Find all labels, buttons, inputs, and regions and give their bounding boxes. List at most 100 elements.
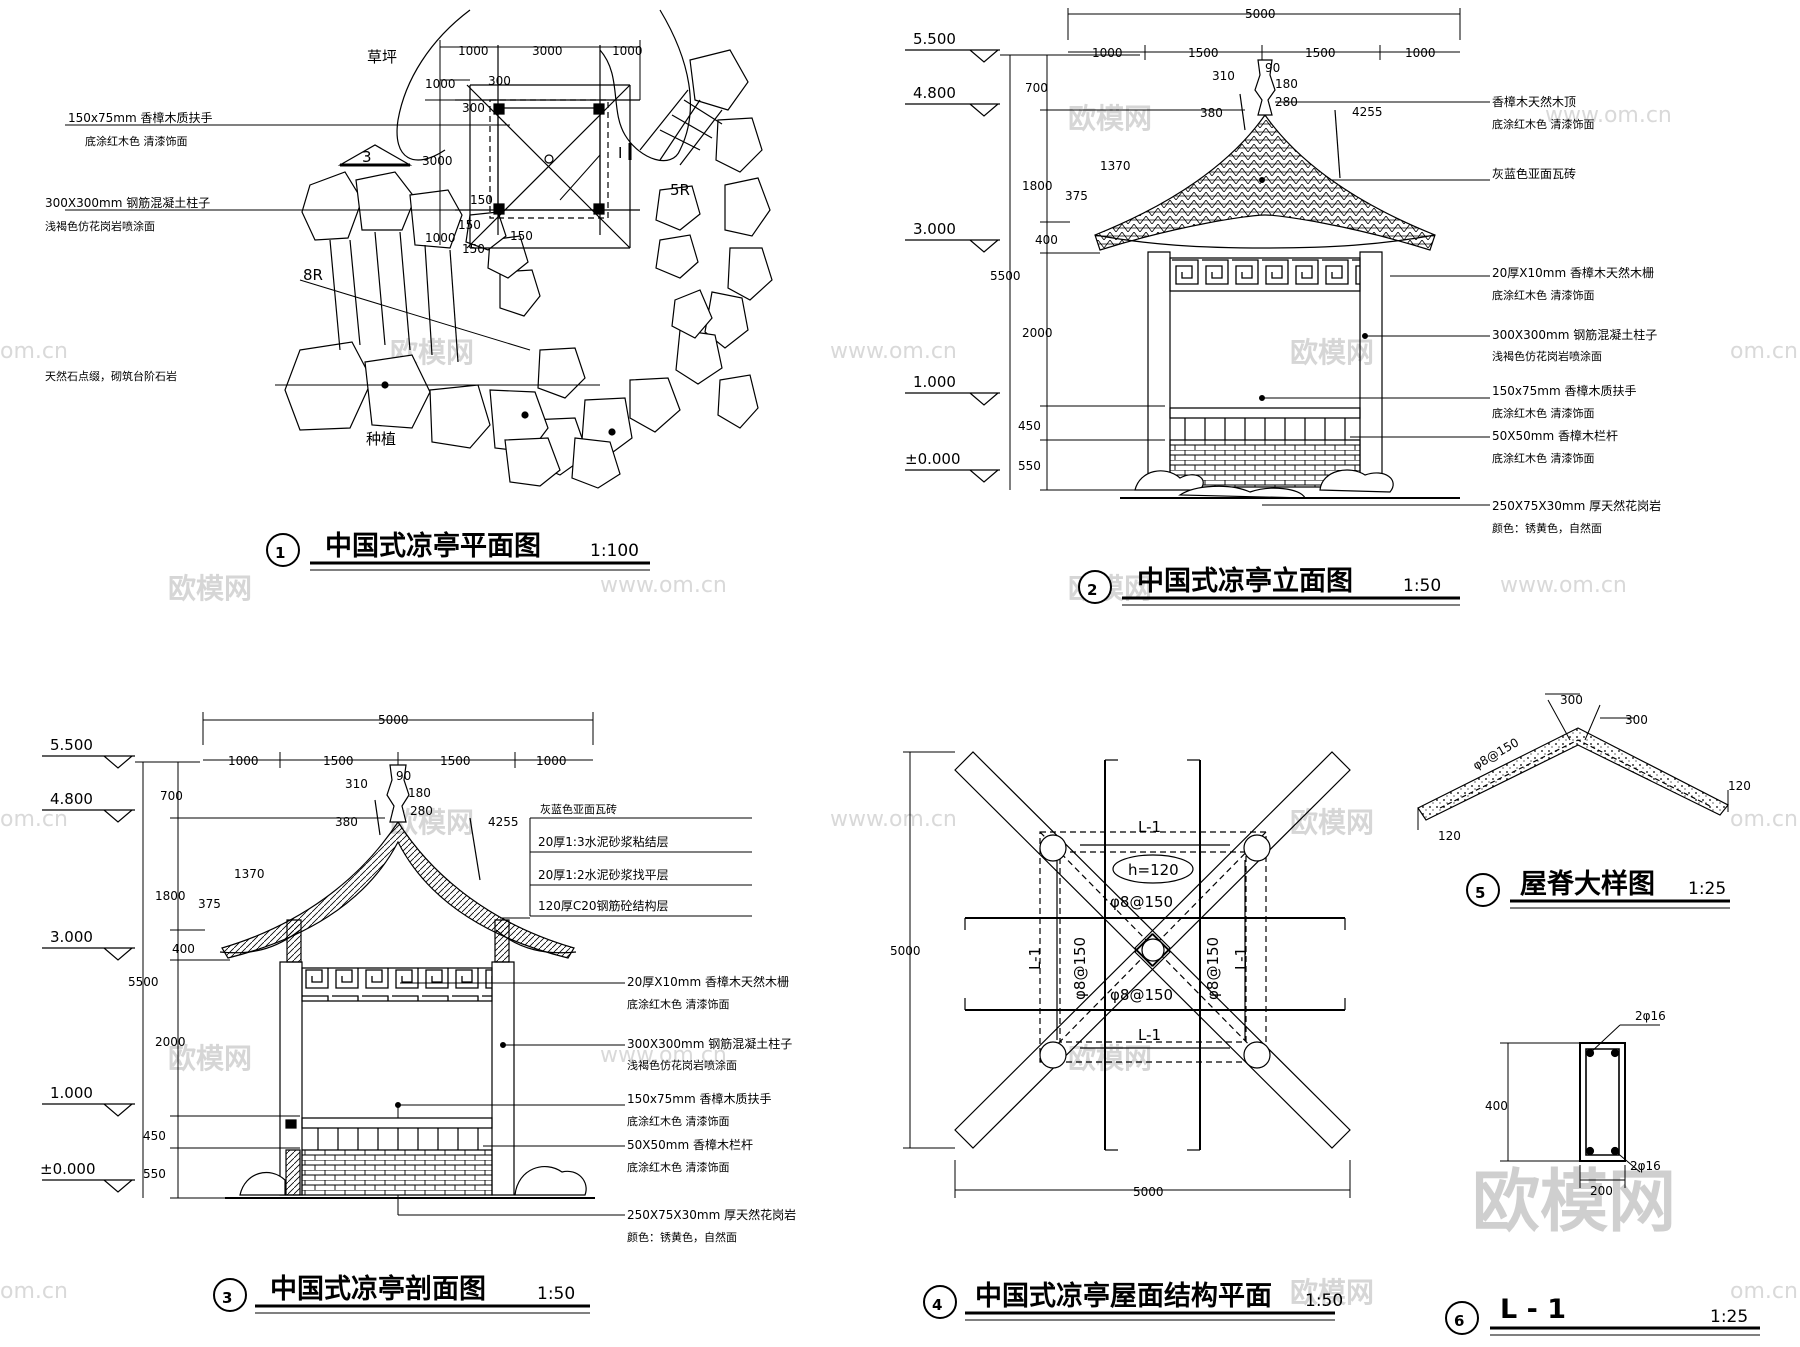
dimension-label: 5000 (890, 944, 921, 958)
rebar-label: φ8@150 (1110, 893, 1173, 911)
finial-dim: 280 (410, 804, 433, 818)
watermark-brand: 欧模网 (1290, 336, 1374, 369)
layer-label: 20厚1:2水泥砂浆找平层 (538, 867, 669, 882)
elevation-leaders (1260, 102, 1491, 505)
note-main: 300X300mm 钢筋混凝土柱子 (45, 195, 210, 210)
roof-section (220, 765, 576, 962)
dimension-lines (903, 752, 1350, 1198)
note-main: 300X300mm 钢筋混凝土柱子 (627, 1036, 792, 1051)
dimension-label: 1500 (1188, 46, 1219, 60)
note-main: 150x75mm 香樟木质扶手 (627, 1091, 771, 1106)
watermark-brand: 欧模网 (1290, 1276, 1374, 1309)
roof-elevation (1095, 60, 1435, 250)
balusters (1185, 418, 1345, 440)
dimension-label: 5000 (1245, 7, 1276, 21)
radius-label: 5R (670, 181, 690, 199)
note-sub: 颜色：锈黄色，自然面 (1492, 521, 1602, 535)
watermark-site: om.cn (0, 339, 68, 364)
finial-dim: 310 (1212, 69, 1235, 83)
lawn-boundary (600, 10, 690, 161)
level-markers (42, 756, 135, 1192)
dimension-label: 200 (1590, 1184, 1613, 1198)
note-sub: 颜色：锈黄色，自然面 (627, 1230, 737, 1244)
dimension-label: 400 (172, 942, 195, 956)
dimension-label: 150 (462, 242, 485, 256)
dimension-label: 3000 (422, 154, 453, 168)
dimension-label: 300 (462, 101, 485, 115)
layer-label: 灰蓝色亚面瓦砖 (540, 802, 617, 816)
dimension-label: 1000 (1405, 46, 1436, 60)
level-label: ±0.000 (40, 1160, 96, 1178)
drawing-3-text: 5.500 4.800 3.000 1.000 ±0.000 700 1800 … (40, 713, 796, 1313)
note-main: 20厚X10mm 香樟木天然木栅 (627, 974, 789, 989)
dimension-label: 300 (1560, 693, 1583, 707)
finial-dim: 380 (335, 815, 358, 829)
drawing-number: 2 (1087, 581, 1097, 599)
drawing-scale: 1:100 (590, 541, 639, 561)
watermark-site: om.cn (1730, 1279, 1798, 1304)
note-sub: 底涂红木色 清漆饰面 (1492, 117, 1595, 131)
level-label: 1.000 (913, 373, 956, 391)
layer-leaders (500, 818, 752, 918)
dimension-label: 450 (143, 1129, 166, 1143)
drawing-scale: 1:50 (537, 1284, 575, 1304)
slab-thickness-tag (1112, 854, 1194, 884)
note-main: 香樟木天然木顶 (1492, 94, 1576, 109)
drawing-title: 中国式凉亭屋面结构平面 (975, 1280, 1272, 1312)
slab-label: h=120 (1128, 861, 1179, 879)
dimension-label: 1000 (1092, 46, 1123, 60)
layer-label: 120厚C20钢筋砼结构层 (538, 898, 669, 913)
drawing-2-text: 5.500 4.800 3.000 1.000 ±0.000 700 1800 … (905, 7, 1661, 605)
dimension-label: 550 (1018, 459, 1041, 473)
drawing-number-circle (924, 1286, 956, 1318)
dimension-label: 150 (510, 229, 533, 243)
drawing-number: 4 (932, 1296, 942, 1314)
note-sub: 底涂红木色 清漆饰面 (627, 1114, 730, 1128)
columns-plan (1040, 835, 1270, 1068)
finial-dim: 380 (1200, 106, 1223, 120)
level-label: 5.500 (913, 30, 956, 48)
drawing-1-text: 草坪 种植 1000 3000 1000 1000 300 300 3000 1… (45, 44, 690, 570)
horizontal-dims (203, 712, 593, 768)
note-main: 20厚X10mm 香樟木天然木栅 (1492, 265, 1654, 280)
note-sub: 天然石点缀，砌筑台阶石岩 (45, 369, 177, 383)
dimension-label: 1000 (425, 231, 456, 245)
level-markers (905, 50, 1000, 482)
lawn-boundary (397, 10, 470, 160)
note-main: 50X50mm 香樟木栏杆 (627, 1137, 753, 1152)
dimension-label: 5500 (990, 269, 1021, 283)
drawing-2-elevation (905, 8, 1490, 505)
drawing-number: 1 (275, 544, 285, 562)
rebar-label: φ8@150 (1204, 937, 1222, 1000)
dimension-label: 1000 (228, 754, 259, 768)
leader-lines (65, 125, 600, 385)
watermarks: 欧模网 www.om.cn om.cn 欧模网 www.om.cn 欧模网 om… (0, 102, 1798, 1309)
drawing-number: 3 (222, 1289, 232, 1307)
dimension-label: 1500 (323, 754, 354, 768)
watermark-site: www.om.cn (1500, 573, 1627, 598)
level-label: 4.800 (913, 84, 956, 102)
watermark-site: www.om.cn (600, 1043, 727, 1068)
roof-dim: 4255 (1352, 105, 1383, 119)
dimension-label: 400 (1485, 1099, 1508, 1113)
drawing-number-circle (1446, 1302, 1478, 1334)
drawing-scale: 1:25 (1688, 879, 1726, 899)
pavilion-plan-outline (455, 45, 640, 248)
note-sub: 底涂红木色 清漆饰面 (85, 134, 188, 148)
columns-section (225, 962, 595, 1198)
watermark-site: om.cn (0, 807, 68, 832)
note-main: 250X75X30mm 厚天然花岗岩 (627, 1207, 796, 1222)
drawing-6-text: 2φ16 2φ16 400 200 6 L - 1 1:25 (1446, 1009, 1760, 1335)
note-sub: 底涂红木色 清漆饰面 (1492, 406, 1595, 420)
finial-dim: 180 (408, 786, 431, 800)
rebar-label: 2φ16 (1630, 1159, 1661, 1173)
rebar-label: φ8@150 (1071, 937, 1089, 1000)
note-main: 250X75X30mm 厚天然花岗岩 (1492, 498, 1661, 513)
note-sub: 底涂红木色 清漆饰面 (1492, 451, 1595, 465)
dimension-label: 1000 (612, 44, 643, 58)
vertical-dims (1000, 55, 1245, 490)
drawing-number-circle (214, 1279, 246, 1311)
dimension-label: 1800 (155, 889, 186, 903)
watermark-brand: 欧模网 (1068, 102, 1152, 135)
level-label: 1.000 (50, 1084, 93, 1102)
